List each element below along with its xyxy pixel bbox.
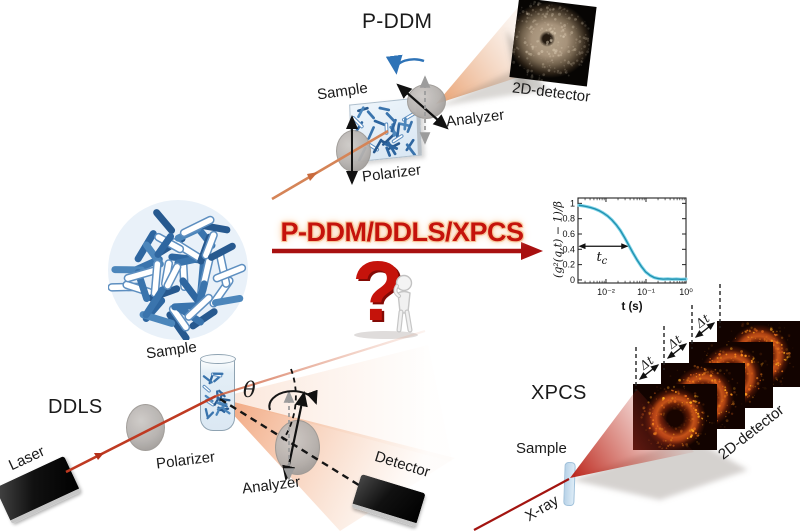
ddls-title: DDLS (48, 396, 103, 418)
xpcs-title: XPCS (531, 382, 587, 404)
svg-text:10⁰: 10⁰ (679, 287, 693, 297)
svg-text:0.4: 0.4 (562, 244, 575, 254)
headline-text: P-DDM/DDLS/XPCS (280, 217, 524, 247)
xpcs-sample-slab (563, 461, 576, 507)
cuvette-rods (202, 372, 231, 420)
pddm-polarizer-disk (336, 130, 371, 172)
correlation-plot: 10⁻² 10⁻¹ 10⁰ 0 0.2 0.4 0.6 0.8 1 tc t (s) (544, 188, 749, 323)
svg-text:0: 0 (570, 275, 575, 285)
xpcs-frame-1 (633, 384, 717, 450)
svg-text:t (s): t (s) (621, 301, 642, 313)
svg-text:10⁻¹: 10⁻¹ (637, 287, 655, 297)
svg-text:tc: tc (596, 250, 607, 267)
pddm-speckle-pattern (512, 0, 590, 82)
svg-text:1: 1 (570, 198, 575, 208)
cuvette-rim (199, 354, 236, 364)
svg-text:0.8: 0.8 (562, 214, 575, 224)
question-figure: ? ? (352, 254, 418, 340)
svg-text:0.6: 0.6 (562, 229, 575, 239)
scattering-angle-label: θ (243, 378, 256, 402)
svg-text:0.2: 0.2 (562, 260, 575, 270)
sample-suspension-illustration (108, 200, 248, 340)
plot-y-axis-label: (g²(q,t) − 1)/β (551, 201, 565, 278)
xpcs-sample-label: Sample (516, 440, 567, 457)
pddm-analyzer-disk (407, 84, 446, 119)
question-mark: ? (352, 254, 403, 338)
correlation-plot-svg: 10⁻² 10⁻¹ 10⁰ 0 0.2 0.4 0.6 0.8 1 tc t (s) (562, 197, 693, 313)
pddm-2d-detector-image (509, 0, 597, 87)
suspension-rods (108, 209, 247, 340)
pddm-cone-shadow (437, 66, 531, 107)
thinking-person-figure (393, 274, 413, 333)
ddls-analyzer-disk (275, 420, 320, 475)
ddls-polarizer-disk (126, 404, 165, 451)
ddls-sample-cuvette (199, 354, 236, 431)
pddm-title: P-DDM (362, 10, 433, 33)
xpcs-speckle-pattern (640, 385, 715, 450)
svg-text:10⁻²: 10⁻² (597, 287, 615, 297)
